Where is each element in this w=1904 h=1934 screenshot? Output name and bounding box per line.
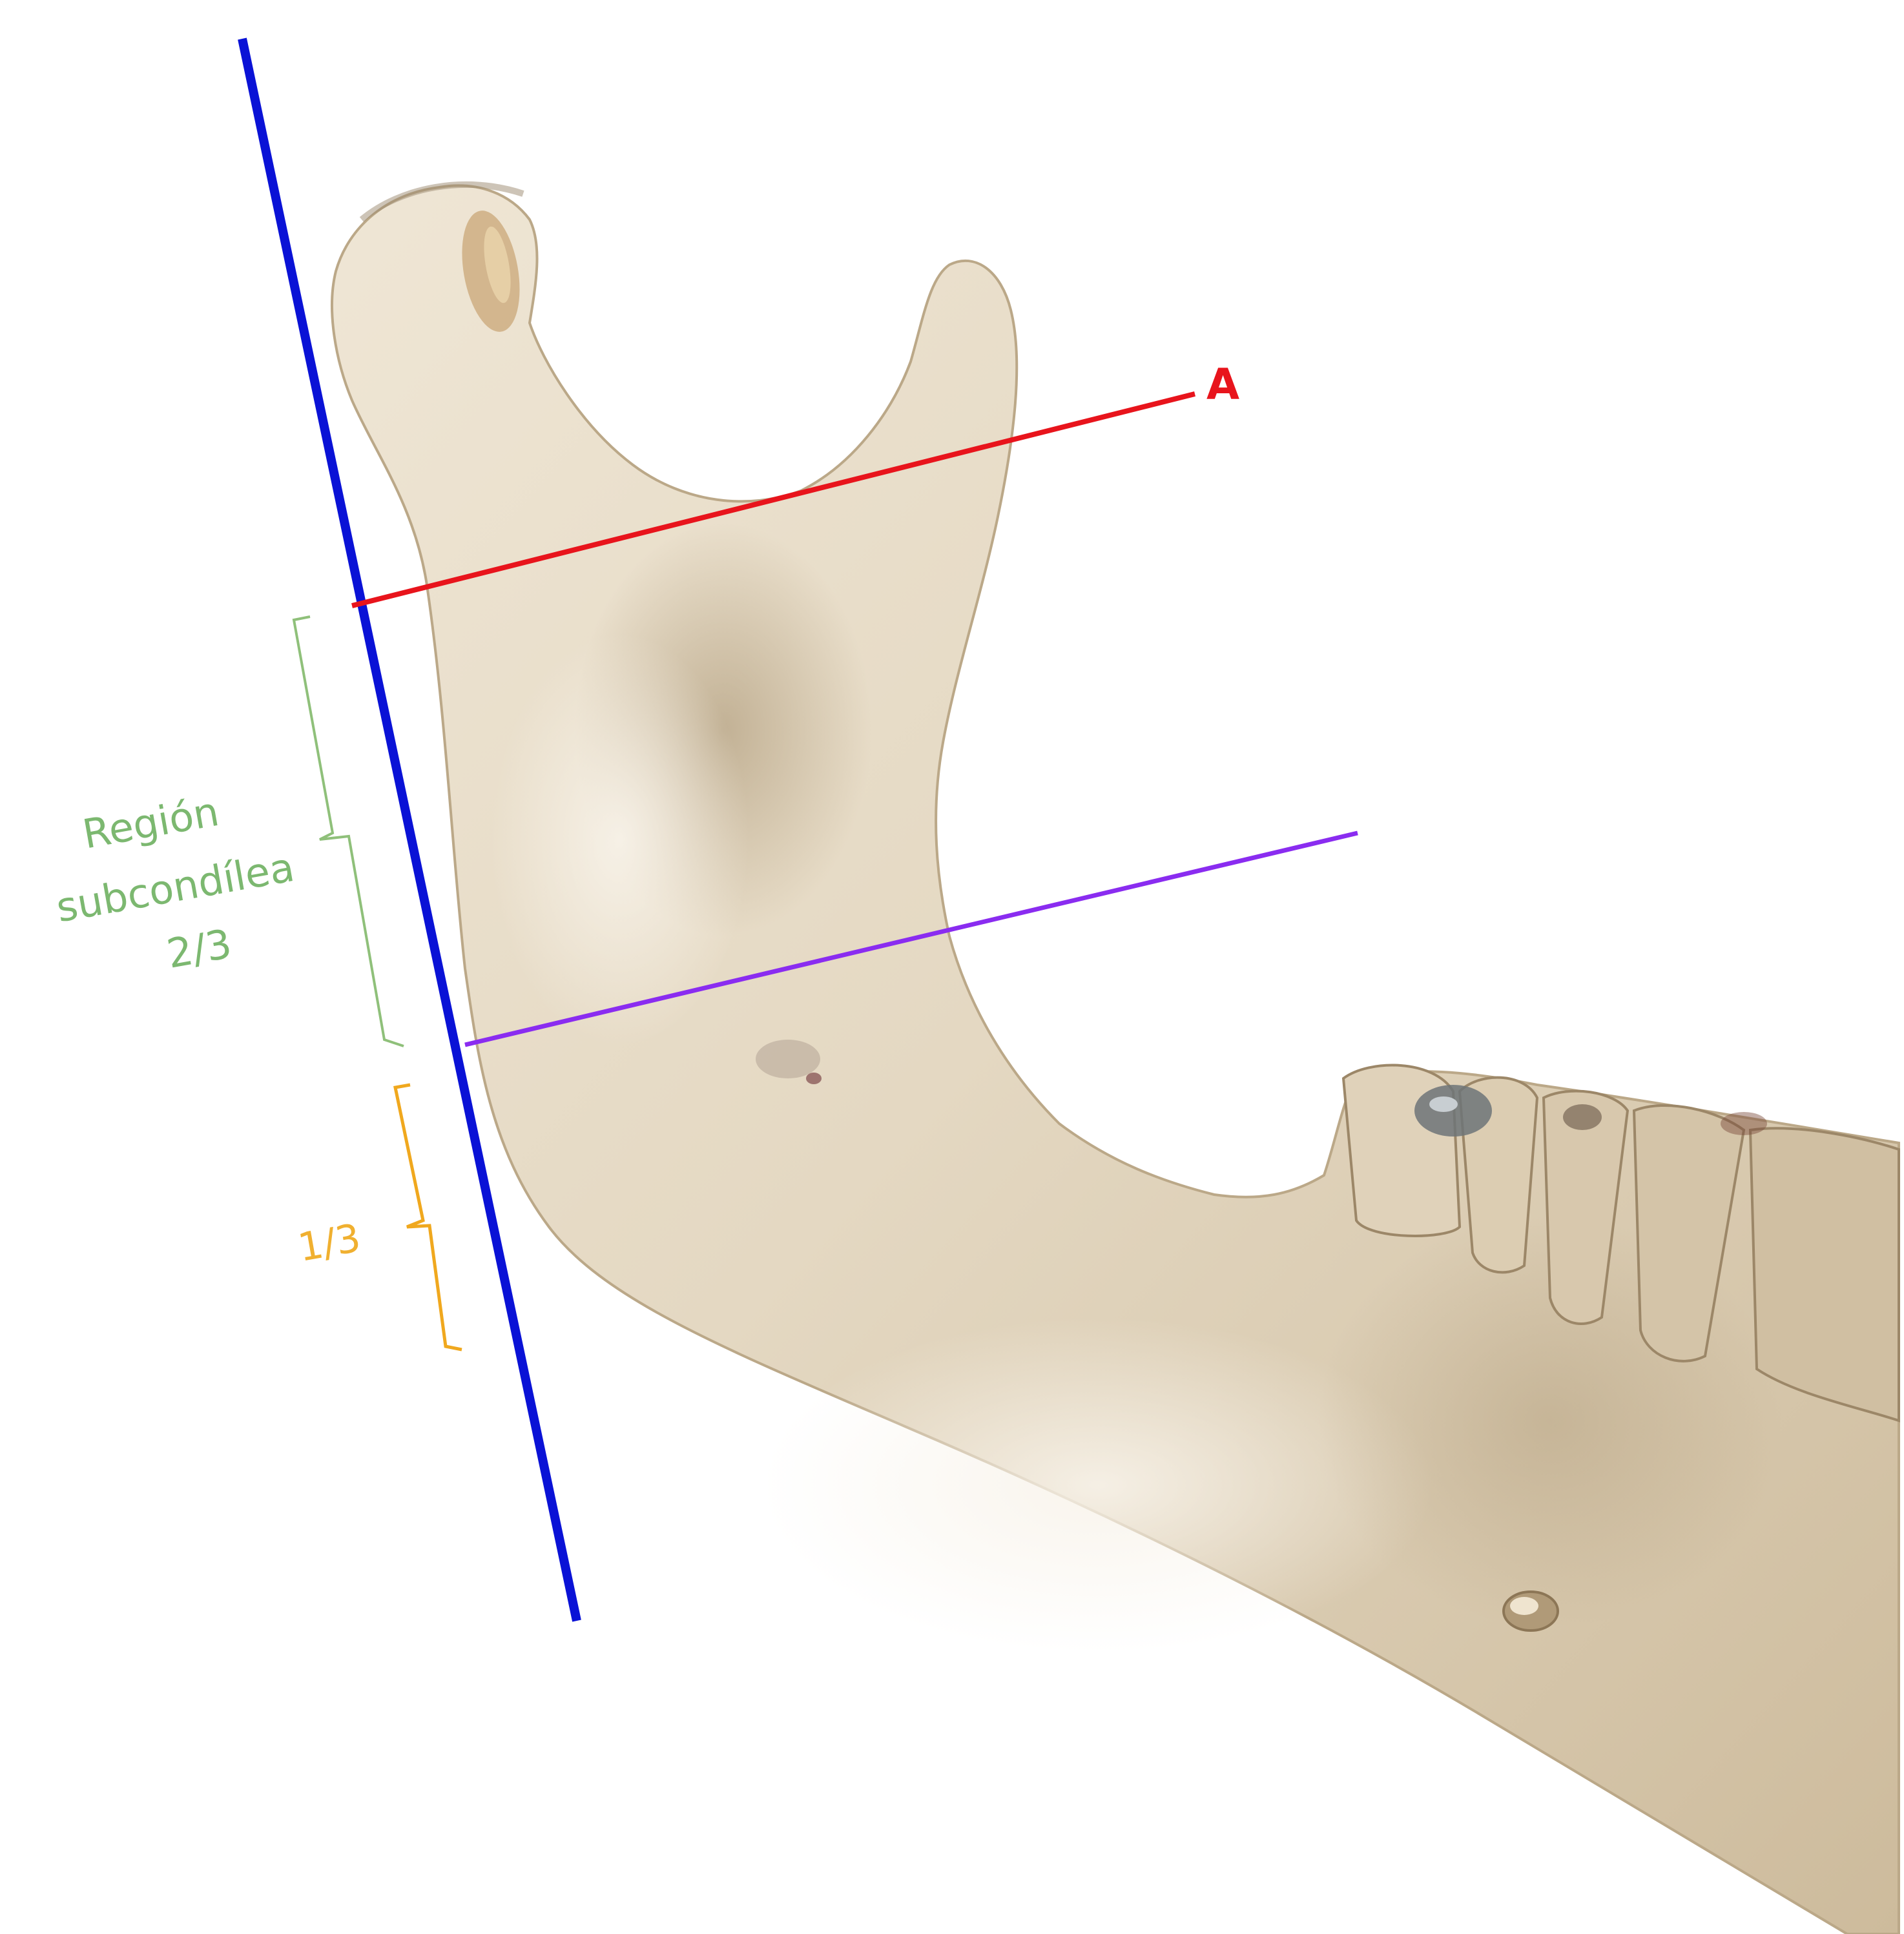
region-label-line1: Región bbox=[79, 788, 223, 858]
tooth-5 bbox=[1750, 1128, 1899, 1421]
region-bracket bbox=[294, 617, 404, 1046]
lower-bracket bbox=[395, 1085, 462, 1350]
mandible-outline bbox=[332, 185, 1899, 1934]
region-label-fraction: 2/3 bbox=[163, 920, 235, 978]
mandible-bone bbox=[332, 185, 1899, 1934]
lower-fraction-label: 1/3 bbox=[295, 1215, 364, 1271]
region-label: Región subcondílea 2/3 bbox=[41, 777, 309, 995]
metal-restoration bbox=[1414, 1085, 1492, 1137]
line-a-label: A bbox=[1206, 360, 1239, 409]
